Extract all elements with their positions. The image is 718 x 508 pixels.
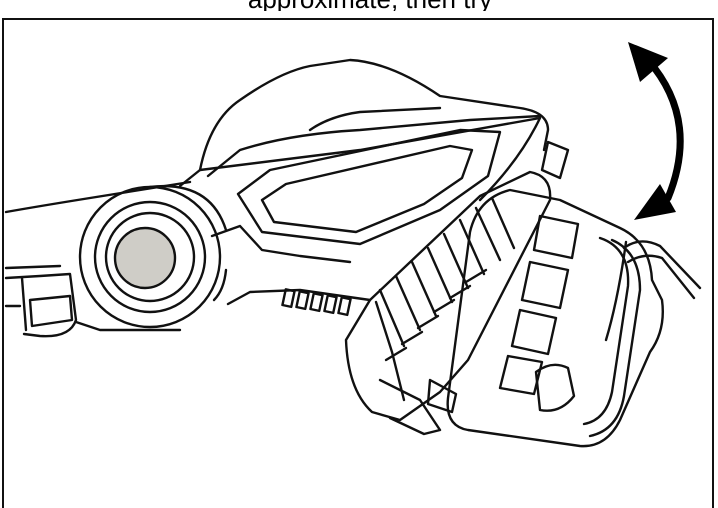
hinge-knob — [78, 184, 228, 329]
left-arm — [4, 180, 192, 338]
figure-frame — [2, 18, 714, 508]
lens-assembly — [446, 140, 702, 448]
cropped-caption: approximate, then try — [140, 0, 600, 11]
round-button-icon[interactable] — [113, 226, 177, 290]
focus-ring — [344, 170, 552, 436]
main-body — [178, 58, 550, 317]
rotation-double-arrow-icon — [628, 42, 684, 220]
